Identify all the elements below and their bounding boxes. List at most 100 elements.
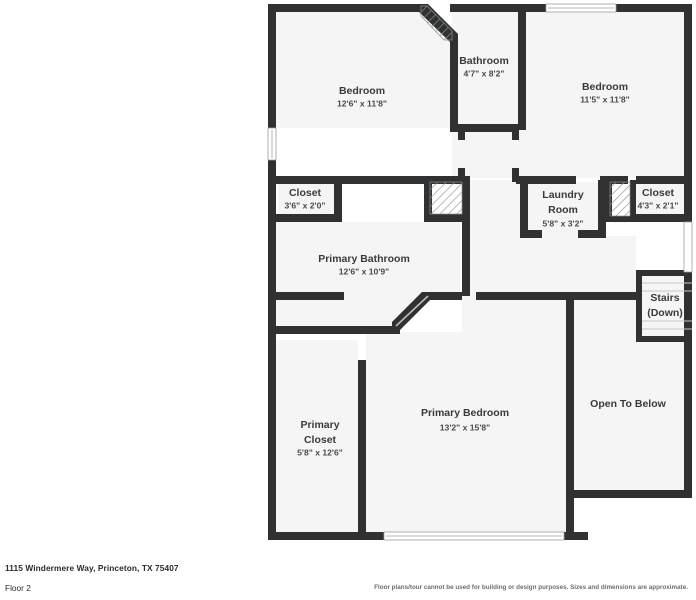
wall-closet-right-bottom [630, 214, 692, 222]
door-diagonal-primary [395, 295, 429, 327]
window-right-wall [683, 221, 693, 273]
label-primary-bathroom-name: Primary Bathroom [318, 253, 410, 265]
wall-laundry-bottom-b [578, 230, 606, 238]
wall-band-b [344, 176, 462, 184]
wall-bathroom-left [450, 34, 458, 130]
floor-plan-svg: Bedroom 12'6" x 11'8" Bathroom 4'7" x 8'… [267, 3, 693, 541]
room-fill-bedroom-left [272, 6, 452, 128]
wall-top-mid [450, 4, 526, 12]
stair-treads [642, 282, 692, 330]
wall-band-e [636, 176, 692, 184]
label-bedroom-right-name: Bedroom [582, 81, 628, 93]
wall-stairs-top [636, 270, 692, 276]
label-primary-closet-dims: 5'8" x 12'6" [297, 447, 343, 457]
label-laundry-name-2: Room [548, 204, 578, 216]
label-laundry-dims: 5'8" x 3'2" [543, 218, 584, 228]
wall-right-closet [684, 178, 692, 222]
wall-hall-lower [360, 326, 400, 334]
label-primary-bathroom-dims: 12'6" x 10'9" [339, 266, 389, 276]
label-closet-right-name: Closet [642, 187, 675, 199]
wall-hall-left-stub2 [458, 168, 465, 182]
room-fill-bedroom-right [524, 6, 690, 178]
label-primary-bedroom-name: Primary Bedroom [421, 407, 509, 419]
wall-left-upper [268, 4, 276, 128]
wall-pcloset-right [358, 342, 366, 536]
door-gap-primary-closet [358, 334, 366, 360]
label-closet-left-name: Closet [289, 187, 322, 199]
wall-bathroom-bottom-b [484, 124, 518, 132]
wall-chase2-right [630, 180, 636, 222]
hatch-chase-primary-bath [429, 181, 463, 215]
wall-left-lower [268, 222, 276, 538]
wall-hall-right-stub2 [512, 168, 519, 182]
label-primary-closet-name-2: Closet [304, 434, 337, 446]
wall-band-d [600, 176, 628, 184]
wall-pbath-bottom-b [422, 292, 462, 300]
room-fills [272, 6, 690, 536]
wall-right-upper [684, 4, 692, 180]
label-bathroom-name: Bathroom [459, 55, 509, 67]
wall-pcloset-right-stub [358, 326, 366, 334]
wall-pb-right-lower [566, 490, 574, 538]
wall-chase-top [424, 176, 470, 182]
wall-right-lower [684, 272, 692, 498]
footer: 1115 Windermere Way, Princeton, TX 75407… [0, 555, 696, 600]
hatch-diagonal-nook [420, 5, 453, 41]
wall-center-vertical [462, 176, 470, 296]
hatched-chases [420, 5, 631, 217]
wall-hall-left-stub [458, 130, 465, 140]
label-bedroom-left-name: Bedroom [339, 85, 385, 97]
room-fill-primary-bedroom-lower [366, 332, 570, 536]
wall-laundry-left [520, 180, 528, 236]
wall-stairs-bottom [636, 336, 692, 342]
wall-bottom-right [566, 490, 692, 498]
room-fill-closet-left [278, 180, 334, 218]
room-fill-landing [520, 236, 636, 298]
floor-label: Floor 2 [5, 583, 31, 593]
wall-band-c [516, 176, 576, 184]
disclaimer-text: Floor plans/tour cannot be used for buil… [374, 584, 688, 591]
room-fill-primary-closet [272, 340, 358, 536]
wall-band-a [268, 176, 344, 184]
wall-bathroom-bottom-a [450, 124, 484, 132]
wall-bathroom-right [518, 12, 526, 130]
hatch-chase-laundry [609, 181, 631, 217]
floor-plan-canvas: Bedroom 12'6" x 11'8" Bathroom 4'7" x 8'… [267, 3, 693, 541]
label-bedroom-left-dims: 12'6" x 11'8" [337, 98, 387, 108]
room-fill-closet-right [636, 182, 690, 218]
wall-hall-lower-left [268, 326, 362, 334]
wall-laundry-right [598, 180, 606, 236]
label-stairs-name: Stairs [650, 292, 679, 304]
walls [268, 4, 692, 540]
label-stairs-direction: (Down) [647, 307, 683, 319]
label-bathroom-dims: 4'7" x 8'2" [464, 68, 505, 78]
wall-pb-right [566, 300, 574, 496]
windows [267, 3, 693, 541]
wall-chase2-left [606, 180, 612, 222]
wall-pbath-bottom-a [268, 292, 344, 300]
wall-closet-left-bottom [268, 214, 342, 222]
room-fill-laundry [526, 182, 600, 236]
wall-chase2-bottom [606, 216, 636, 222]
wall-landing-bottom [476, 292, 642, 300]
room-fill-open-to-below [570, 300, 690, 494]
wall-top-left [268, 4, 420, 12]
label-laundry-name: Laundry [542, 189, 584, 201]
wall-top-right-b [616, 4, 692, 12]
doors [358, 295, 429, 360]
room-fill-bathroom [452, 6, 518, 128]
wall-chase-bottom [424, 214, 470, 222]
label-closet-left-dims: 3'6" x 2'0" [285, 200, 326, 210]
label-primary-bedroom-dims: 13'2" x 15'8" [440, 422, 490, 432]
wall-chase-left [424, 180, 432, 222]
wall-closet-left-right [334, 176, 342, 222]
property-address: 1115 Windermere Way, Princeton, TX 75407 [5, 563, 179, 573]
wall-hall-right-stub [512, 130, 519, 140]
wall-laundry-bottom-a [520, 230, 542, 238]
label-primary-closet-name: Primary [300, 419, 339, 431]
wall-top-right-a [524, 4, 546, 12]
label-bedroom-right-dims: 11'5" x 11'8" [580, 94, 630, 104]
room-labels: Bedroom 12'6" x 11'8" Bathroom 4'7" x 8'… [285, 55, 683, 457]
label-closet-right-dims: 4'3" x 2'1" [638, 200, 679, 210]
label-open-to-below: Open To Below [590, 398, 666, 410]
